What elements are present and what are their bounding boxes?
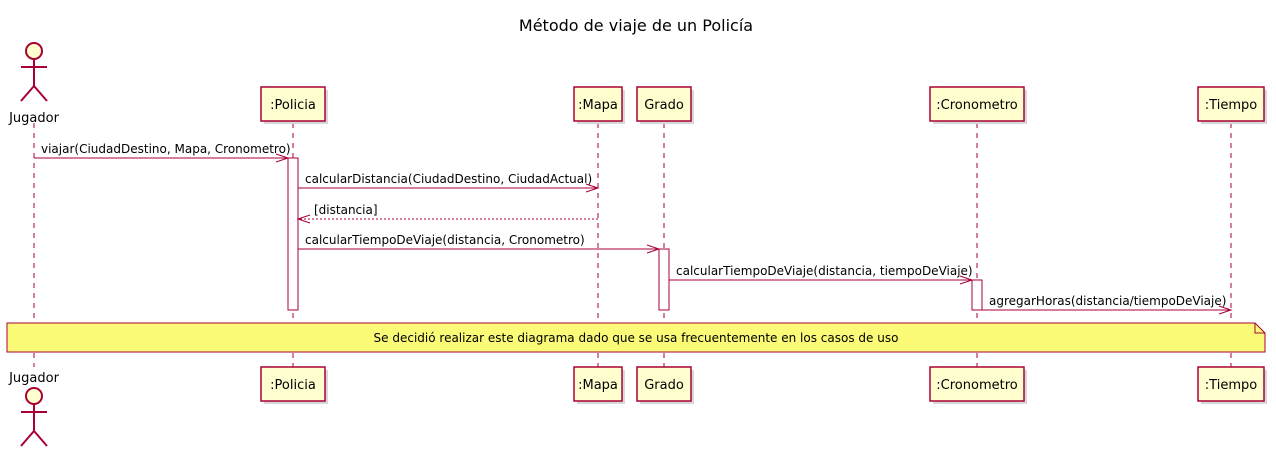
participant-box-policia-bottom: :Policia: [260, 366, 328, 404]
participant-label: :Mapa: [578, 98, 618, 113]
activation-cronometro: [971, 279, 983, 311]
message-label: calcularDistancia(CiudadDestino, CiudadA…: [305, 172, 592, 186]
message-4: calcularTiempoDeViaje(distancia, Cronome…: [298, 233, 661, 254]
participant-label-top: Jugador: [8, 111, 59, 126]
note-fold: [1254, 323, 1265, 334]
participant-box-mapa-bottom: :Mapa: [573, 366, 625, 404]
participant-label: Grado: [644, 98, 684, 113]
message-label: calcularTiempoDeViaje(distancia, tiempoD…: [676, 264, 973, 278]
note-text: Se decidió realizar este diagrama dado q…: [374, 331, 899, 345]
message-6: agregarHoras(distancia/tiempoDeViaje): [982, 294, 1233, 315]
participant-label: :Cronometro: [936, 378, 1017, 393]
arrowhead: [959, 275, 974, 285]
participant-box-cronometro-top: :Cronometro: [929, 86, 1027, 124]
message-label: agregarHoras(distancia/tiempoDeViaje): [989, 294, 1226, 308]
participant-label: :Tiempo: [1205, 98, 1257, 113]
arrowhead: [585, 183, 600, 193]
participant-box-tiempo-bottom: :Tiempo: [1197, 366, 1267, 404]
participant-label: :Policia: [270, 98, 316, 113]
participant-label: :Cronometro: [936, 98, 1017, 113]
note-box: Se decidió realizar este diagrama dado q…: [6, 322, 1266, 353]
participant-box-policia-top: :Policia: [260, 86, 328, 124]
message-label: viajar(CiudadDestino, Mapa, Cronometro): [41, 142, 291, 156]
actor-head: [25, 42, 43, 60]
note: Se decidió realizar este diagrama dado q…: [6, 322, 1266, 353]
message-label: calcularTiempoDeViaje(distancia, Cronome…: [305, 233, 585, 247]
arrowhead: [275, 153, 290, 163]
participant-box-cronometro-bottom: :Cronometro: [929, 366, 1027, 404]
actor-figure-bottom: [20, 387, 48, 447]
actor-figure-top: [20, 42, 48, 102]
diagram-title: Método de viaje de un Policía: [519, 16, 753, 35]
participant-box-grado-bottom: Grado: [636, 366, 694, 404]
note-shape: [6, 322, 1266, 353]
activation-policia: [287, 157, 299, 311]
arrowhead: [646, 244, 661, 254]
actor-head: [25, 387, 43, 405]
message-5: calcularTiempoDeViaje(distancia, tiempoD…: [669, 264, 974, 285]
participant-heads: JugadorJugador:Policia:Policia:Mapa:Mapa…: [8, 42, 1267, 447]
arrowhead: [1218, 305, 1233, 315]
participant-label: :Mapa: [578, 378, 618, 393]
activation-grado: [658, 248, 670, 311]
participant-box-mapa-top: :Mapa: [573, 86, 625, 124]
message-1: viajar(CiudadDestino, Mapa, Cronometro): [34, 142, 291, 163]
participant-label: Grado: [644, 378, 684, 393]
participant-label-bottom: Jugador: [8, 371, 59, 386]
arrowhead: [296, 214, 311, 224]
participant-box-tiempo-top: :Tiempo: [1197, 86, 1267, 124]
message-2: calcularDistancia(CiudadDestino, CiudadA…: [298, 172, 600, 193]
messages: viajar(CiudadDestino, Mapa, Cronometro) c…: [34, 142, 1233, 315]
message-label: [distancia]: [314, 203, 378, 217]
participant-label: :Tiempo: [1205, 378, 1257, 393]
participant-label: :Policia: [270, 378, 316, 393]
message-3: [distancia]: [296, 203, 598, 224]
participant-box-grado-top: Grado: [636, 86, 694, 124]
